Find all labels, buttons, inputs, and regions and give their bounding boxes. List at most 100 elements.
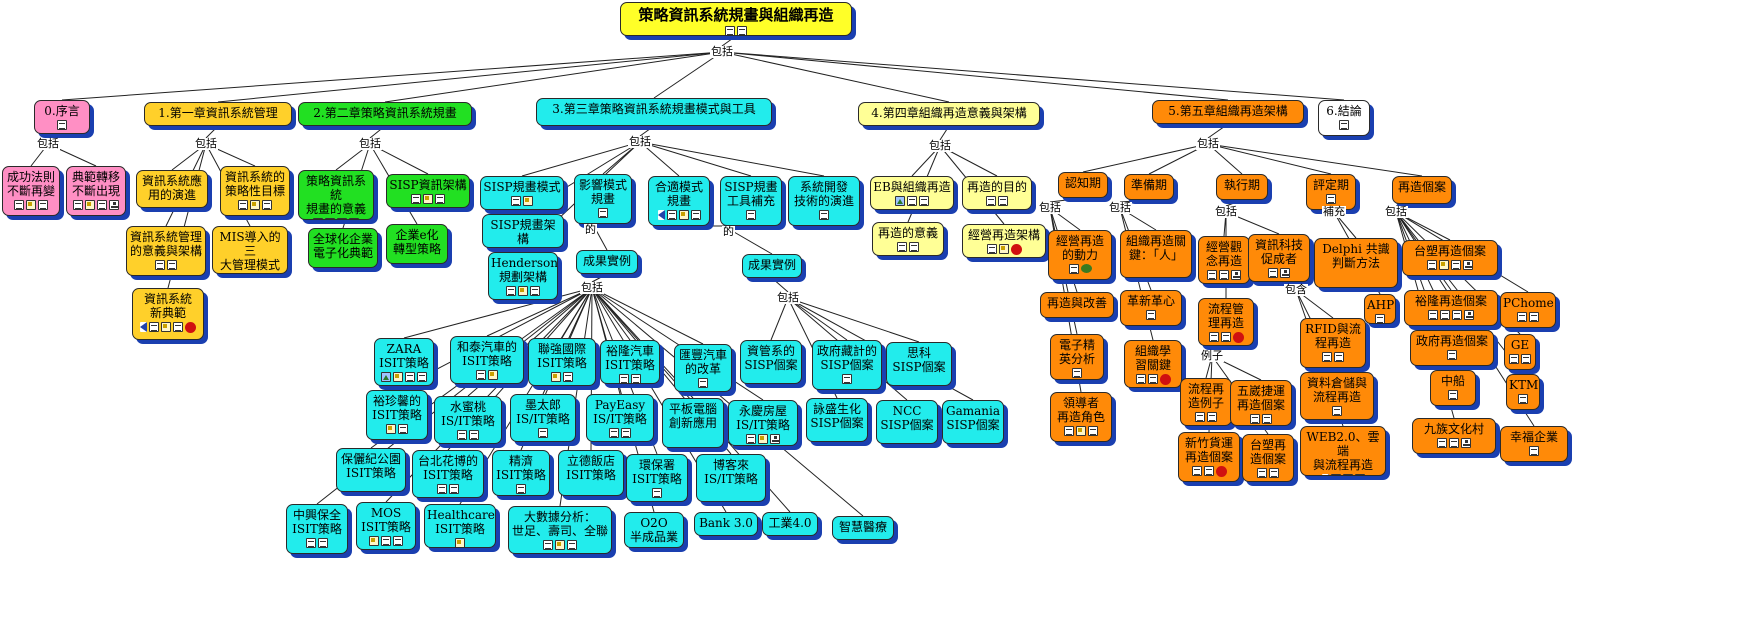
node-e-4[interactable]: 流程再 造例子 (1180, 378, 1232, 426)
node-root[interactable]: 策略資訊系統規畫與組織再造 (620, 2, 852, 36)
node-c4-d[interactable]: 經營再造架構 (962, 224, 1046, 258)
note-icon[interactable] (262, 200, 272, 210)
note-icon[interactable] (609, 428, 619, 438)
note-icon[interactable] (1268, 268, 1278, 278)
node-r-yuzhen[interactable]: 裕珍馨的 ISIT策略 (366, 390, 428, 440)
node-c3-a[interactable]: SISP規畫模式 (480, 176, 564, 210)
node-r-lide[interactable]: 立德飯店 ISIT策略 (558, 450, 624, 496)
org-chart-icon[interactable] (770, 434, 780, 444)
note-icon[interactable] (1220, 332, 1231, 342)
note-icon[interactable] (393, 536, 403, 546)
node-b-1[interactable]: 組織再造關 鍵：「人」 (1120, 230, 1192, 278)
note-icon[interactable] (411, 194, 421, 204)
note-icon[interactable] (1518, 394, 1528, 404)
node-c3-g[interactable]: SISP規畫 工具補充 (720, 176, 782, 226)
note-icon[interactable] (1088, 426, 1098, 436)
node-r-payeasy[interactable]: PayEasy IS/IT策略 (586, 394, 654, 442)
node-c2-d[interactable]: 企業e化 轉型策略 (386, 224, 448, 264)
document-icon[interactable] (555, 540, 565, 550)
note-icon[interactable] (621, 428, 631, 438)
note-icon[interactable] (173, 322, 183, 332)
note-icon[interactable] (1207, 412, 1217, 422)
note-icon[interactable] (1203, 466, 1214, 476)
node-b-2[interactable]: 革新革心 (1120, 290, 1182, 326)
document-icon[interactable] (26, 200, 36, 210)
node-c3-f[interactable]: 合適模式 規畫 (648, 176, 710, 226)
note-icon[interactable] (1427, 260, 1437, 270)
node-s-yongsheng[interactable]: 詠盛生化 SISP個案 (806, 398, 868, 442)
node-e-3[interactable]: 流程管 理再造 (1198, 298, 1254, 346)
note-icon[interactable] (417, 372, 427, 382)
node-r-jingji[interactable]: 精濟 ISIT策略 (492, 450, 550, 496)
note-icon[interactable] (998, 196, 1008, 206)
note-icon[interactable] (563, 372, 573, 382)
node-c2[interactable]: 2.第二章策略資訊系統規畫 (298, 102, 472, 126)
note-icon[interactable] (746, 434, 756, 444)
note-icon[interactable] (1452, 310, 1462, 320)
note-icon[interactable] (318, 538, 328, 548)
note-icon[interactable] (1208, 332, 1219, 342)
node-c0-b[interactable]: 典範轉移 不斷出現 (66, 166, 126, 216)
speaker-icon[interactable] (657, 210, 665, 220)
node-s-gamania[interactable]: Gamania SISP個案 (942, 400, 1004, 444)
note-icon[interactable] (238, 200, 248, 210)
note-icon[interactable] (506, 286, 516, 296)
document-icon[interactable] (250, 200, 260, 210)
note-icon[interactable] (1147, 374, 1158, 384)
node-c1-e[interactable]: 資訊系統 新典範 (132, 288, 204, 340)
node-r-mos[interactable]: MOS ISIT策略 (356, 502, 416, 550)
document-icon[interactable] (678, 210, 689, 220)
note-icon[interactable] (666, 210, 677, 220)
node-e-2[interactable]: 資訊科技 促成者 (1248, 234, 1310, 282)
note-icon[interactable] (1529, 446, 1539, 456)
note-icon[interactable] (405, 372, 415, 382)
note-icon[interactable] (398, 424, 408, 434)
note-icon[interactable] (469, 430, 479, 440)
node-c0[interactable]: 0.序言 (34, 100, 90, 134)
node-r-flower[interactable]: 台北花博的 ISIT策略 (412, 450, 484, 498)
note-icon[interactable] (1064, 426, 1074, 436)
node-e-1[interactable]: 經營觀 念再造 (1198, 236, 1250, 284)
node-k-1[interactable]: 台塑再造個案 (1402, 240, 1498, 276)
document-icon[interactable] (1439, 260, 1449, 270)
note-icon[interactable] (1509, 354, 1519, 364)
note-icon[interactable] (155, 260, 165, 270)
node-k-7[interactable]: KTM (1506, 374, 1540, 410)
note-icon[interactable] (57, 120, 67, 130)
node-a-2[interactable]: 再造與改善 (1040, 292, 1114, 318)
node-c4-b[interactable]: 再造的目的 (962, 176, 1032, 210)
node-r-huifeng[interactable]: 匯豐汽車 的改革 (674, 344, 732, 392)
node-s-ibm[interactable]: 資管系的 SISP個案 (740, 340, 802, 384)
note-icon[interactable] (1375, 314, 1385, 323)
document-icon[interactable] (386, 424, 396, 434)
note-icon[interactable] (1342, 474, 1353, 475)
node-c1-c[interactable]: 資訊系統管理 的意義與架構 (126, 226, 206, 276)
note-icon[interactable] (1428, 310, 1438, 320)
note-icon[interactable] (1135, 374, 1146, 384)
note-icon[interactable] (1440, 310, 1450, 320)
node-c1-b[interactable]: 資訊系統的 策略性目標 (220, 166, 290, 216)
note-icon[interactable] (437, 484, 447, 494)
note-icon[interactable] (38, 200, 48, 210)
node-k-2[interactable]: 裕隆再造個案 (1404, 290, 1498, 326)
note-icon[interactable] (1521, 354, 1531, 364)
note-icon[interactable] (543, 540, 553, 550)
note-icon[interactable] (1322, 352, 1332, 362)
note-icon[interactable] (1449, 438, 1459, 448)
node-s-cisco[interactable]: 思科 SISP個案 (886, 342, 952, 386)
note-icon[interactable] (516, 484, 526, 494)
org-chart-icon[interactable] (1464, 310, 1474, 320)
node-e-7[interactable]: 台塑再 造個案 (1242, 434, 1294, 482)
note-icon[interactable] (306, 538, 316, 548)
note-icon[interactable] (14, 200, 24, 210)
node-s-ncc[interactable]: NCC SISP個案 (876, 400, 938, 444)
node-p-exec[interactable]: 執行期 (1216, 174, 1268, 200)
note-icon[interactable] (530, 286, 540, 296)
node-e-9[interactable]: 資料倉儲與 流程再造 (1300, 372, 1374, 420)
red-flower-icon[interactable] (185, 322, 196, 333)
note-icon[interactable] (1191, 466, 1202, 476)
node-r-water[interactable]: 水蜜桃 IS/IT策略 (434, 396, 502, 444)
note-icon[interactable] (1437, 438, 1447, 448)
document-icon[interactable] (85, 200, 95, 210)
node-r-zara[interactable]: ZARA ISIT策略 (374, 338, 434, 386)
